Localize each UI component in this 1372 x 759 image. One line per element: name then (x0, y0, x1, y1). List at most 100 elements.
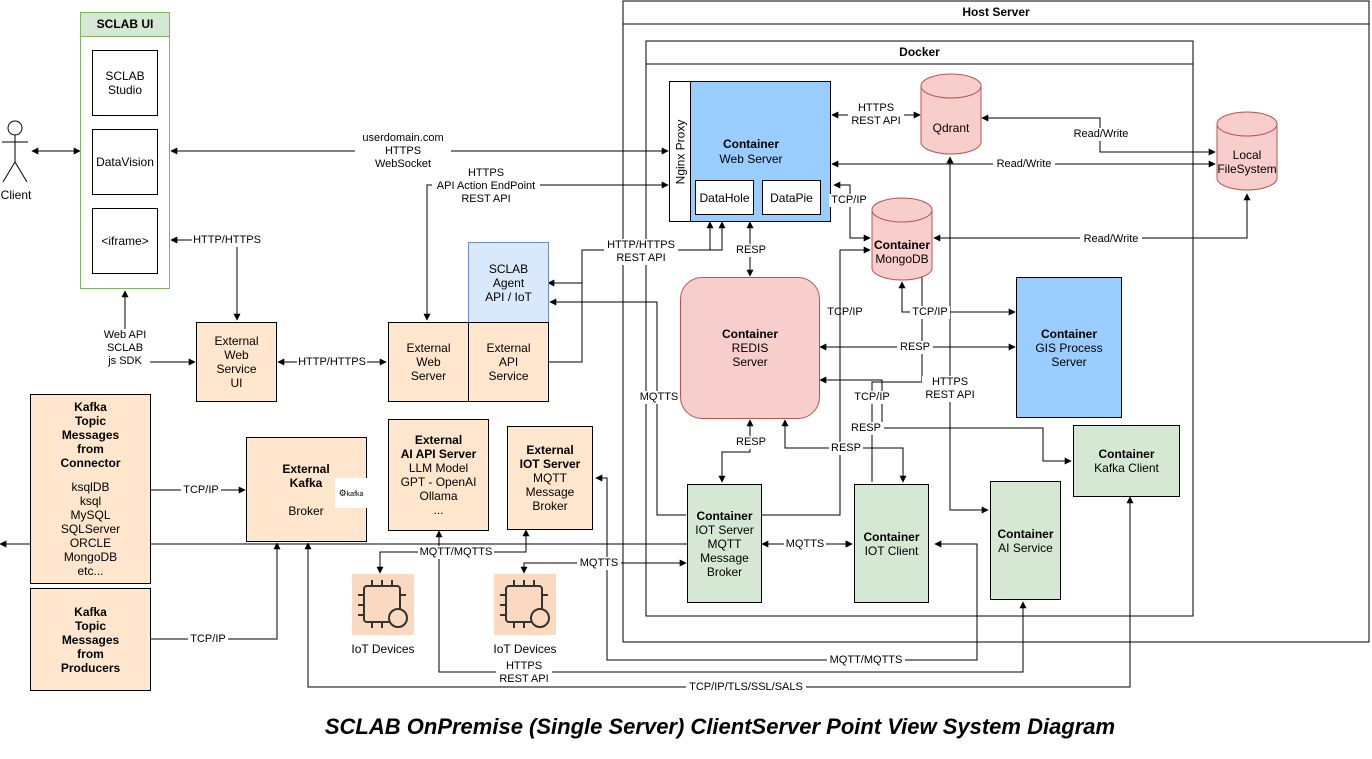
nginx-proxy-box[interactable]: Nginx Proxy (669, 81, 691, 222)
kafka-connector-title-1: Kafka (74, 400, 107, 414)
ext-ai-api-box[interactable]: External AI API Server LLM Model GPT - O… (388, 419, 489, 531)
redis-line2: REDIS (731, 341, 769, 355)
edge-label-http-rest: HTTP/HTTPS REST API (604, 239, 678, 265)
ai-service-box[interactable]: Container AI Service (990, 481, 1061, 600)
kafka-connector-title-2: Topic (74, 414, 107, 428)
gis-title: Container (1040, 326, 1097, 341)
datavision-box[interactable]: DataVision (92, 129, 158, 195)
edge-label-resp-2: RESP (733, 436, 769, 449)
edge-label-line: HTTPS (505, 660, 543, 672)
kafka-connector-item: ksqlDB (71, 480, 110, 494)
client-actor-icon (2, 120, 28, 183)
edge-label-line: HTTP/HTTPS (607, 239, 675, 251)
ext-api-service-line3: Service (488, 369, 529, 383)
sclab-agent-line3: API / IoT (485, 289, 532, 304)
edge-label-line: HTTPS (467, 167, 505, 179)
ext-kafka-sub: Broker (288, 504, 324, 518)
edge-label-sdk: Web API SCLAB js SDK (100, 329, 150, 368)
datavision-label: DataVision (96, 155, 154, 169)
edge-label-line: HTTPS (384, 145, 422, 157)
kafka-client-box[interactable]: Container Kafka Client (1073, 425, 1180, 497)
gis-box[interactable]: Container GIS Process Server (1016, 277, 1122, 418)
iot-device-icon (352, 574, 414, 635)
edge-label-line: REST API (616, 252, 666, 264)
ext-ai-api-item: Ollama (419, 489, 458, 503)
ext-ai-api-title-1: External (414, 433, 463, 447)
edge-label-https-ai: HTTPS REST API (922, 376, 978, 402)
iot-device-icon (494, 574, 556, 635)
kafka-logo-icon: ⚙kafka (335, 478, 367, 508)
diagram-title: SCLAB OnPremise (Single Server) ClientSe… (324, 714, 1116, 739)
edge-label-rw-3: Read/Write (1080, 233, 1142, 246)
edge-label-rw-2: Read/Write (993, 158, 1055, 171)
kafka-connector-item: etc... (77, 564, 104, 578)
edge-label-https-qdrant: HTTPS REST API (848, 102, 904, 128)
ext-api-service-box[interactable]: External API Service (468, 322, 549, 402)
datahole-box[interactable]: DataHole (695, 180, 754, 215)
kafka-connector-title-4: from (77, 442, 104, 456)
sclab-studio-box[interactable]: SCLAB Studio (92, 50, 158, 116)
edge-label-resp-kafka: RESP (848, 422, 884, 435)
ext-web-service-ui-box[interactable]: External Web Service UI (196, 322, 277, 402)
iot-server-line3: MQTT (707, 536, 742, 551)
edge-label-https-bottom: HTTPS REST API (496, 660, 552, 686)
ext-kafka-title-1: External (282, 462, 330, 476)
kafka-producers-title-4: from (77, 646, 104, 661)
kafka-connector-item: ORCLE (69, 536, 112, 550)
sclab-ui-frame: SCLAB UI (80, 12, 170, 289)
ext-iot-server-item: MQTT (533, 471, 567, 485)
edge-label-mqtts-left: MQTTS (638, 391, 680, 404)
edge-label-line: HTTPS (857, 102, 895, 114)
ext-web-service-ui-line4: UI (230, 376, 243, 390)
nginx-proxy-label: Nginx Proxy (673, 119, 687, 184)
ext-ai-api-title-2: AI API Server (400, 447, 477, 461)
edge-label-line: API Action EndPoint (436, 180, 536, 192)
kafka-logo-label: kafka (346, 491, 364, 498)
datapie-box[interactable]: DataPie (762, 180, 821, 215)
iot-server-box[interactable]: Container IOT Server MQTT Message Broker (687, 484, 762, 603)
datahole-label: DataHole (699, 190, 750, 205)
kafka-producers-title-1: Kafka (74, 604, 107, 619)
kafka-connector-box[interactable]: Kafka Topic Messages from Connector ksql… (30, 394, 151, 584)
ext-iot-server-item: Broker (532, 499, 568, 513)
iot-devices-label-a: IoT Devices (351, 642, 415, 656)
edge-label-resp-3: RESP (829, 442, 863, 455)
edge-label-tcpip-gis: TCP/IP (910, 306, 950, 319)
edge-label-resp-1: RESP (734, 244, 768, 257)
iot-client-box[interactable]: Container IOT Client (854, 484, 929, 603)
ext-kafka-box[interactable]: External Kafka Broker ⚙kafka (246, 437, 367, 542)
host-server-title: Host Server (962, 5, 1030, 19)
ext-iot-server-item: Message (525, 485, 575, 499)
edge-label-api-action: HTTPS API Action EndPoint REST API (432, 167, 540, 206)
mongodb-box: Container MongoDB (866, 238, 938, 266)
local-fs-line2: FileSystem (1217, 162, 1277, 176)
ext-iot-server-box[interactable]: External IOT Server MQTT Message Broker (507, 426, 593, 530)
sclab-agent-box[interactable]: SCLAB Agent API / IoT (468, 242, 549, 323)
ext-iot-server-title-1: External (526, 443, 574, 457)
ext-web-server-line2: Web (416, 355, 441, 369)
ext-web-service-ui-line3: Service (216, 362, 257, 376)
iot-client-subtitle: IOT Client (864, 543, 919, 558)
iframe-box[interactable]: <iframe> (92, 208, 158, 274)
local-fs-box: Local FileSystem (1212, 148, 1282, 176)
edge-label-line: REST API (851, 115, 901, 127)
edge-label-http-mid: HTTP/HTTPS (297, 356, 367, 369)
edge-label-tcpip-redis: TCP/IP (827, 306, 863, 318)
sclab-ui-title: SCLAB UI (81, 13, 169, 37)
redis-box[interactable]: Container REDIS Server (680, 277, 820, 419)
kafka-producers-title-3: Messages (61, 632, 120, 647)
iot-server-line4: Message (700, 550, 749, 565)
ext-web-server-box[interactable]: External Web Server (388, 322, 469, 402)
kafka-client-title: Container (1098, 447, 1155, 461)
iot-server-line2: IOT Server (695, 522, 754, 537)
edge-label-mqtt-dev: MQTT/MQTTS (418, 546, 494, 559)
client-label: Client (0, 188, 32, 202)
edge-label-resp-gis: RESP (897, 341, 933, 354)
edge-label-line: SCLAB (106, 342, 144, 354)
edge-label-line: HTTPS (931, 376, 969, 388)
kafka-producers-box[interactable]: Kafka Topic Messages from Producers (30, 588, 151, 691)
ext-ai-api-item: ... (433, 503, 444, 517)
iot-client-title: Container (863, 529, 920, 544)
gis-line3: Server (1051, 354, 1087, 369)
edge-label-line: REST API (499, 673, 549, 685)
